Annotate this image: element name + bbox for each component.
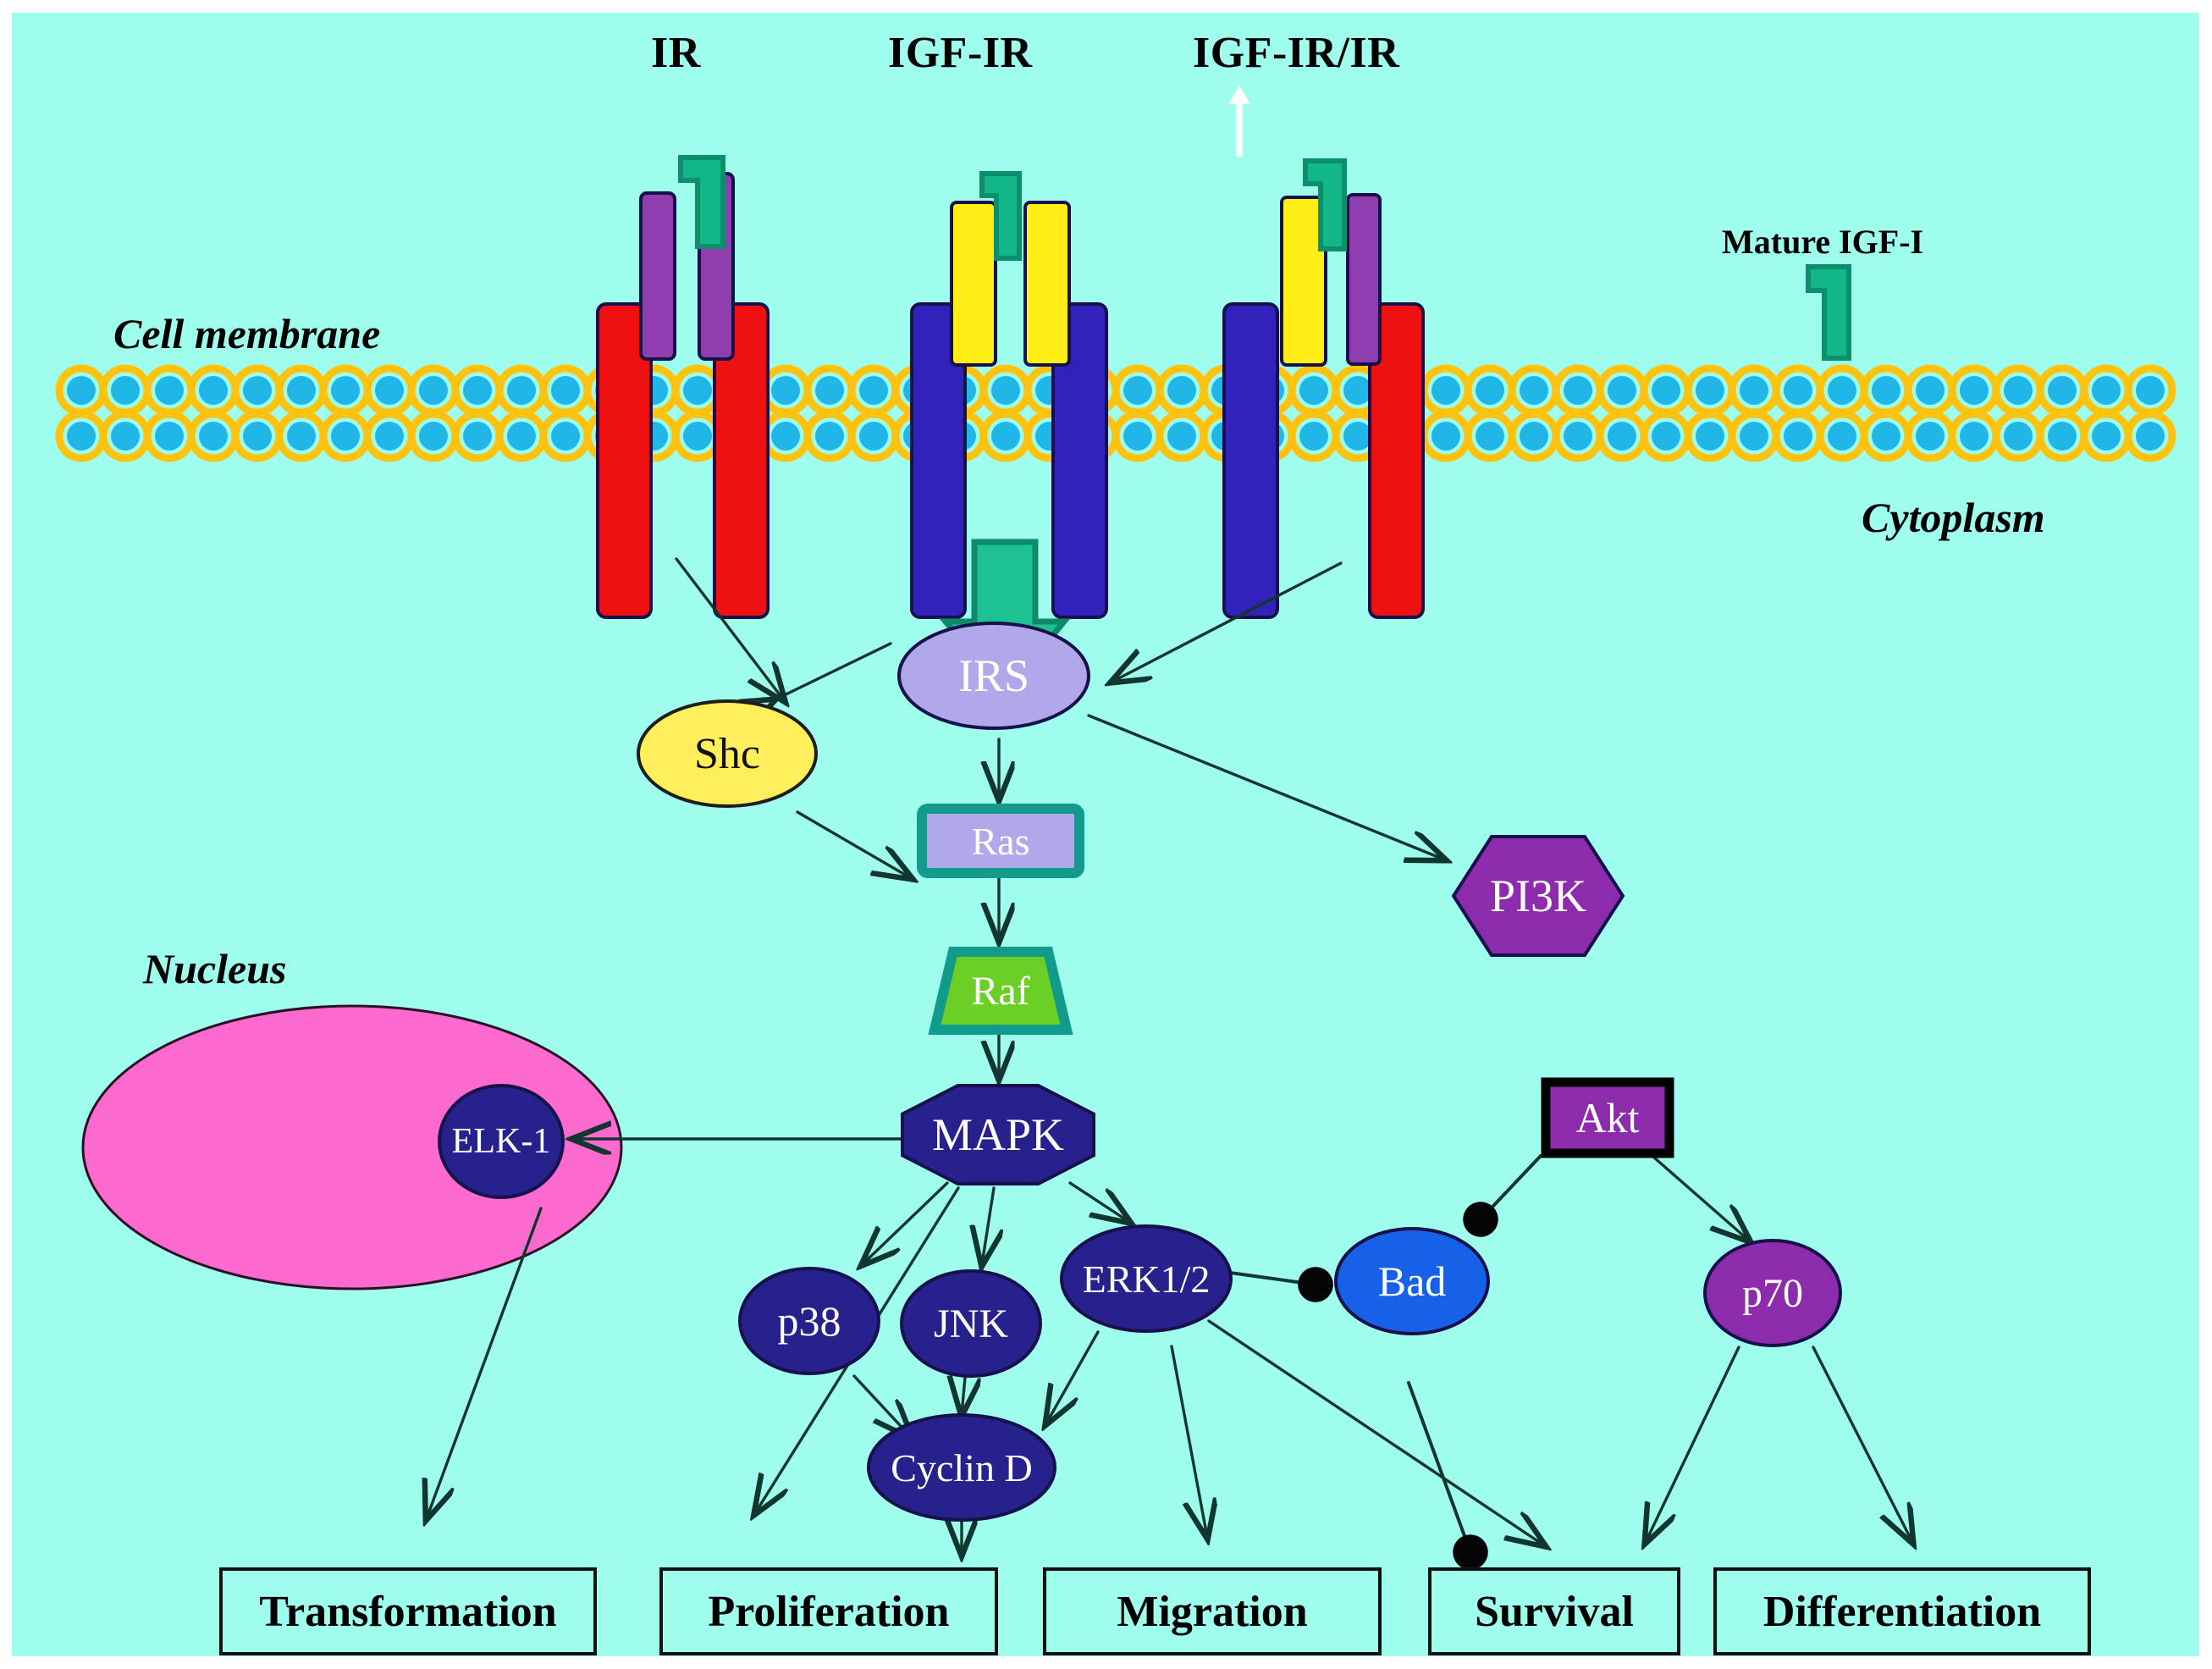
edge-mapk-to-jnk — [982, 1186, 994, 1264]
ras-node-shape[interactable] — [917, 804, 1084, 878]
mature-igf-i-label: Mature IGF-I — [1722, 223, 1924, 261]
receptor-header-ir: IR — [651, 29, 701, 77]
edge-mapk-to-erk12 — [1068, 1181, 1129, 1222]
nucleus-shape — [81, 1004, 623, 1290]
edge-irs-to-pi3k — [1087, 714, 1444, 859]
mapk-node-shape[interactable] — [901, 1084, 1095, 1185]
pathway-graphics — [55, 86, 2176, 1570]
edge-bad-inhibits-survival — [1407, 1381, 1488, 1570]
raf-node-shape[interactable] — [928, 947, 1073, 1035]
akt-node-shape[interactable] — [1541, 1077, 1674, 1158]
receptor-header-hybrid: IGF-IR/IR — [1193, 29, 1400, 77]
shc-node-shape[interactable] — [637, 699, 818, 808]
edge-akt-inhibits-bad — [1463, 1154, 1542, 1237]
edge-erk12-to-survival — [1207, 1319, 1544, 1545]
edge-akt-to-p70 — [1652, 1156, 1749, 1241]
bad-node-shape[interactable] — [1334, 1227, 1490, 1335]
edge-ir-to-irs — [774, 642, 892, 700]
irs-node-shape[interactable] — [897, 622, 1090, 730]
edge-erk12-to-migration — [1170, 1345, 1207, 1537]
receptor-header-igf-ir: IGF-IR — [888, 29, 1033, 77]
igf-i-ligand-icon — [979, 171, 1022, 261]
igf-ir-receptor[interactable] — [910, 171, 1108, 619]
edge-elk1-to-transformation — [427, 1207, 543, 1518]
igf-i-ligand-icon — [678, 155, 725, 249]
erk12-node-shape[interactable] — [1060, 1224, 1233, 1333]
differentiation-box[interactable]: Differentiation — [1713, 1567, 2091, 1655]
nucleus-label: Nucleus — [143, 945, 287, 992]
pi3k-node-shape[interactable] — [1451, 835, 1625, 957]
edge-jnk-to-cyclind — [962, 1378, 965, 1414]
edge-p70-to-differentiation — [1812, 1346, 1912, 1542]
cytoplasm-label: Cytoplasm — [1862, 494, 2045, 541]
migration-box[interactable]: Migration — [1043, 1567, 1382, 1655]
hybrid-igf-ir-ir-receptor[interactable] — [1222, 86, 1425, 619]
pathway-panel: IR IGF-IR IGF-IR/IR Cell membrane Cytopl… — [12, 13, 2199, 1656]
jnk-node-shape[interactable] — [900, 1269, 1042, 1378]
node-shapes — [438, 622, 1842, 1522]
p70-node-shape[interactable] — [1703, 1239, 1842, 1347]
edge-hybrid-to-irs — [1112, 561, 1343, 682]
igf-i-ligand-icon — [1303, 158, 1347, 251]
upregulation-arrow-icon — [1228, 86, 1250, 157]
edge-p70-to-survival — [1646, 1346, 1740, 1542]
transformation-box[interactable]: Transformation — [219, 1567, 597, 1655]
elk1-node-shape[interactable] — [438, 1084, 565, 1199]
edge-shc-to-ras — [796, 810, 911, 878]
cyclind-node-shape[interactable] — [867, 1413, 1056, 1522]
p38-node-shape[interactable] — [738, 1267, 880, 1375]
ir-receptor[interactable] — [596, 155, 770, 619]
proliferation-box[interactable]: Proliferation — [659, 1567, 998, 1655]
edge-erk12-inhibits-bad — [1222, 1267, 1333, 1302]
edge-erk12-to-cyclind — [1046, 1330, 1100, 1423]
cell-membrane-label: Cell membrane — [113, 310, 381, 357]
survival-box[interactable]: Survival — [1428, 1567, 1680, 1655]
edge-ir-to-shc — [675, 557, 784, 700]
mature-igf-i-ligand-icon — [1806, 264, 1851, 361]
edge-mapk-to-p38 — [863, 1181, 949, 1264]
cell-membrane-bilayer — [55, 364, 2176, 462]
